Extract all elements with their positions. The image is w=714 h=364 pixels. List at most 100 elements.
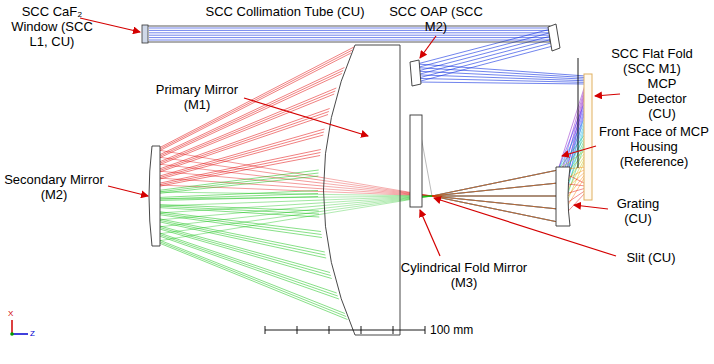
ray: [432, 183, 558, 196]
ray: [432, 196, 558, 197]
grating: [556, 167, 570, 226]
ray: [417, 78, 586, 82]
ray: [149, 30, 551, 31]
ray: [432, 196, 558, 197]
caf2-window: [142, 25, 148, 43]
ray: [158, 220, 325, 255]
ray: [432, 170, 558, 196]
ray: [432, 183, 558, 196]
ray: [432, 183, 558, 196]
ray: [158, 173, 319, 192]
ray: [432, 196, 558, 197]
ray: [432, 170, 558, 196]
ray: [432, 196, 558, 222]
ray: [432, 196, 558, 197]
mcp-detector: [584, 74, 592, 200]
secondary-mirror: [149, 146, 160, 246]
ray: [417, 36, 551, 71]
ray: [432, 196, 558, 209]
ray: [158, 156, 320, 187]
ray: [158, 219, 325, 253]
ray: [158, 129, 325, 177]
ray: [158, 132, 324, 178]
ray: [432, 196, 558, 209]
ray: [417, 43, 551, 78]
ray: [158, 197, 318, 201]
ray: [432, 196, 558, 209]
ray: [158, 241, 346, 317]
ray: [158, 234, 338, 296]
ray: [149, 37, 551, 38]
leader-lines: [80, 18, 620, 256]
axis-label: X: [8, 309, 13, 319]
ray: [432, 183, 558, 196]
ray: [158, 243, 348, 320]
part-label: Cylindrical Fold Mirror (M3): [396, 260, 532, 290]
ray: [432, 170, 558, 196]
primary-mirror: [324, 45, 401, 335]
ray: [432, 196, 558, 209]
scale-label: 100 mm: [430, 323, 473, 337]
ray: [558, 133, 586, 170]
ray: [417, 29, 551, 64]
ray: [417, 75, 586, 81]
ray: [432, 196, 558, 209]
part-label: Slit (CU): [616, 250, 686, 265]
axis-icon: [10, 320, 28, 336]
part-label: MCP Detector (CU): [624, 76, 700, 121]
ray: [432, 196, 558, 222]
scale-bar: [265, 326, 425, 334]
part-label: Grating (CU): [608, 196, 668, 226]
ray: [158, 212, 321, 232]
part-label: SCC CaF₂ Window (SCC L1, CU): [2, 4, 102, 49]
ray: [432, 196, 558, 209]
collimation-tube: [147, 26, 550, 42]
part-label: Front Face of MCP Housing (Reference): [596, 124, 712, 169]
part-label: SCC Flat Fold (SCC M1): [600, 46, 704, 76]
ray: [158, 240, 345, 314]
ray: [417, 64, 586, 76]
ray: [432, 196, 558, 222]
part-label: SCC OAP (SCC M2): [386, 4, 486, 34]
ray: [432, 183, 558, 196]
axis-label: Z: [30, 329, 35, 339]
oap-mirror: [410, 60, 421, 86]
ray: [432, 170, 558, 196]
ray: [432, 170, 558, 196]
ray: [149, 32, 551, 33]
ray: [149, 40, 551, 41]
ray: [432, 196, 558, 222]
ray: [558, 116, 586, 170]
ray: [158, 213, 321, 235]
part-label: Primary Mirror (M1): [150, 82, 244, 112]
ray: [158, 115, 328, 173]
ray: [432, 196, 558, 222]
ray: [417, 40, 551, 75]
ray: [158, 176, 318, 194]
ray: [149, 28, 551, 29]
ray: [432, 196, 558, 197]
part-label: Secondary Mirror (M2): [2, 172, 106, 202]
ray: [432, 196, 558, 197]
ray: [432, 196, 558, 222]
ray: [417, 82, 586, 84]
ray: [432, 196, 558, 222]
ray: [158, 233, 337, 294]
ray: [432, 196, 558, 197]
ray: [432, 183, 558, 196]
ray: [432, 170, 558, 196]
flat-fold-mirror: [548, 24, 560, 51]
ray: [432, 183, 558, 196]
cylindrical-fold-mirror: [410, 115, 422, 207]
ray: [432, 170, 558, 196]
ray: [158, 208, 319, 218]
ray: [149, 35, 551, 36]
ray: [417, 47, 551, 83]
ray: [158, 112, 329, 172]
ray: [432, 196, 558, 209]
ray: [158, 109, 330, 170]
ray: [158, 170, 319, 191]
ray: [158, 229, 332, 279]
part-label: SCC Collimation Tube (CU): [190, 4, 380, 19]
